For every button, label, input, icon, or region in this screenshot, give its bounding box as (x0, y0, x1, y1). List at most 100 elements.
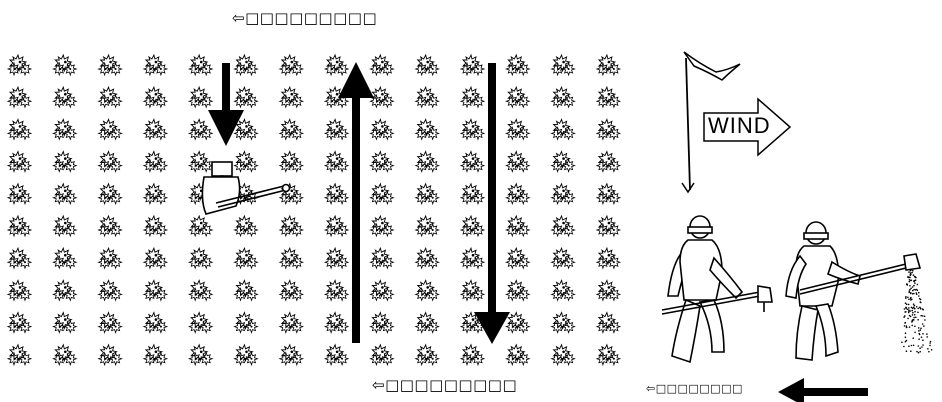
plant-cluster-icon (53, 280, 76, 300)
plant-cluster-icon (53, 55, 76, 75)
plant-cluster-icon (552, 248, 575, 268)
plant-cluster-icon (144, 184, 167, 204)
plant-cluster-icon (325, 119, 348, 139)
mist-dot (921, 336, 923, 338)
mist-dot (911, 345, 913, 347)
plant-cluster-icon (280, 87, 303, 107)
mist-dot (917, 284, 919, 286)
mist-dot (931, 349, 933, 351)
plant-cluster-icon (53, 313, 76, 333)
mist-dot (914, 332, 916, 334)
plant-cluster-icon (235, 345, 258, 365)
top-direction-label: ⇦□□□□□□□□□ (232, 9, 377, 27)
mist-dot (909, 285, 911, 287)
plant-cluster-icon (144, 55, 167, 75)
plant-cluster-icon (552, 119, 575, 139)
mist-dot (914, 311, 916, 313)
mist-dot (922, 323, 924, 325)
plant-cluster-icon (461, 216, 484, 236)
plant-cluster-icon (8, 55, 31, 75)
plant-cluster-icon (370, 184, 393, 204)
mist-dot (908, 304, 910, 306)
plant-cluster-icon (506, 345, 529, 365)
mist-dot (905, 322, 907, 324)
plant-cluster-icon (325, 280, 348, 300)
plant-cluster-icon (552, 345, 575, 365)
mist-dot (910, 269, 912, 271)
mist-dot (913, 345, 915, 347)
plant-cluster-icon (280, 119, 303, 139)
wind-label: WIND (708, 113, 771, 139)
mist-dot (922, 333, 924, 335)
mist-dot (909, 326, 911, 328)
mist-dot (912, 270, 914, 272)
plant-cluster-icon (597, 152, 620, 172)
mist-dot (910, 293, 912, 295)
plant-cluster-icon (8, 87, 31, 107)
plant-cluster-icon (189, 87, 212, 107)
plant-cluster-icon (597, 216, 620, 236)
plant-cluster-icon (99, 280, 122, 300)
plant-field (8, 55, 620, 365)
plant-cluster-icon (325, 55, 348, 75)
plant-cluster-icon (370, 280, 393, 300)
plant-cluster-icon (552, 152, 575, 172)
sprayer-person-1-icon (662, 216, 772, 362)
plant-cluster-icon (99, 119, 122, 139)
mist-dot (918, 338, 920, 340)
mist-dot (906, 327, 908, 329)
plant-cluster-icon (461, 87, 484, 107)
plant-cluster-icon (325, 345, 348, 365)
plant-cluster-icon (416, 119, 439, 139)
mist-dot (922, 315, 924, 317)
plant-cluster-icon (597, 280, 620, 300)
mist-dot (909, 289, 911, 291)
mist-dot (906, 325, 908, 327)
plant-cluster-icon (506, 280, 529, 300)
mist-dot (926, 336, 928, 338)
plant-cluster-icon (506, 55, 529, 75)
mist-dot (919, 347, 921, 349)
mist-dot (908, 271, 910, 273)
mist-dot (906, 350, 908, 352)
mist-dot (917, 319, 919, 321)
plant-cluster-icon (461, 345, 484, 365)
mist-dot (904, 308, 906, 310)
mist-dot (906, 340, 908, 342)
plant-cluster-icon (235, 55, 258, 75)
plant-cluster-icon (325, 152, 348, 172)
mist-dot (911, 325, 913, 327)
plant-cluster-icon (189, 248, 212, 268)
mist-dot (915, 279, 917, 281)
plant-cluster-icon (53, 152, 76, 172)
mist-dot (916, 351, 918, 353)
plant-cluster-icon (461, 248, 484, 268)
walking-direction-arrow (778, 378, 868, 402)
mist-dot (905, 311, 907, 313)
mist-dot (920, 307, 922, 309)
plant-cluster-icon (597, 55, 620, 75)
plant-cluster-icon (280, 216, 303, 236)
mist-dot (913, 317, 915, 319)
plant-cluster-icon (189, 119, 212, 139)
mist-dot (913, 293, 915, 295)
mist-dot (909, 281, 911, 283)
mist-dot (920, 299, 922, 301)
mist-dot (913, 280, 915, 282)
mist-dot (907, 318, 909, 320)
mist-dot (913, 285, 915, 287)
plant-cluster-icon (416, 345, 439, 365)
mist-dot (912, 290, 914, 292)
plant-cluster-icon (144, 87, 167, 107)
mist-dot (921, 346, 923, 348)
mist-dot (904, 315, 906, 317)
plant-cluster-icon (370, 55, 393, 75)
plant-cluster-icon (53, 184, 76, 204)
mist-dot (909, 277, 911, 279)
mist-dot (905, 297, 907, 299)
plant-cluster-icon (99, 87, 122, 107)
mist-dot (929, 342, 931, 344)
plant-cluster-icon (235, 216, 258, 236)
plant-cluster-icon (280, 248, 303, 268)
mist-dot (911, 310, 913, 312)
